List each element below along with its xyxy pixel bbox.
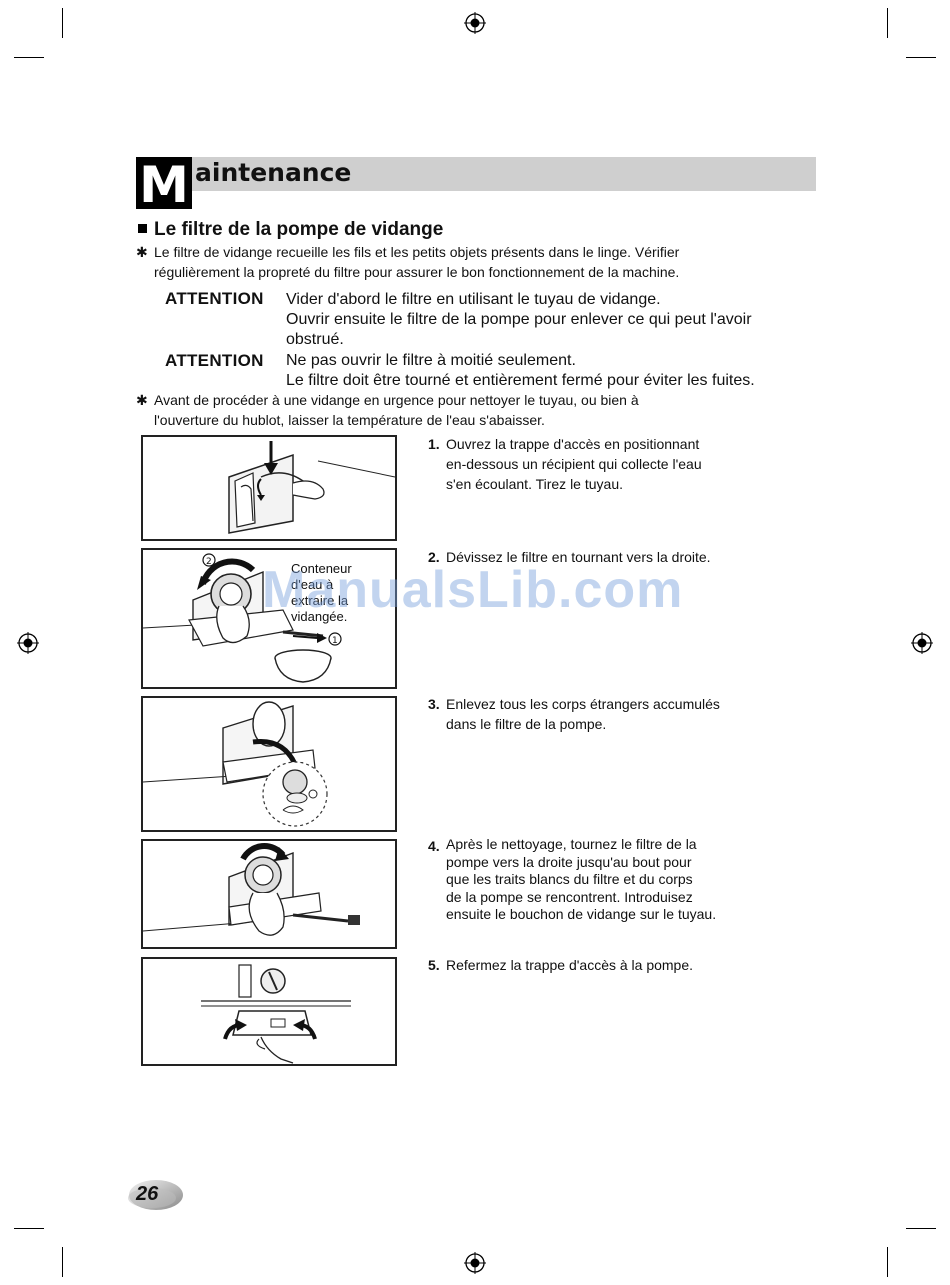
unscrew-filter-illustration: 2 1 — [143, 553, 342, 683]
crop-mark-bottom-left-v — [62, 1247, 63, 1277]
page-number-badge — [128, 1180, 183, 1210]
svg-text:2: 2 — [206, 557, 212, 567]
step-number: 2. — [428, 549, 440, 565]
figure-step-2: 2 1 Conteneur d'eau à extraire la vidang… — [141, 548, 397, 689]
page-number: 26 — [136, 1183, 159, 1205]
step-1: 1. Ouvrez la trappe d'accès en positionn… — [428, 434, 788, 498]
crop-mark-bottom-right-h — [906, 1228, 936, 1229]
asterisk-icon: ✱ — [136, 244, 148, 260]
attention-text: Vider d'abord le filtre en utilisant le … — [286, 290, 826, 350]
close-filter-illustration — [143, 843, 360, 936]
urgent-note-line: l'ouverture du hublot, laisser la tempér… — [154, 412, 545, 428]
registration-mark-right-icon — [911, 632, 933, 654]
attention-label: ATTENTION — [165, 351, 264, 370]
figure-step-4 — [141, 839, 397, 949]
attention-text: Ne pas ouvrir le filtre à moitié seuleme… — [286, 351, 826, 391]
attention-line: Ouvrir ensuite le filtre de la pompe pou… — [286, 311, 752, 328]
close-access-flap-illustration — [201, 964, 351, 1064]
step-line: que les traits blancs du filtre et du co… — [446, 871, 693, 887]
access-flap-illustration — [228, 441, 395, 534]
asterisk-icon: ✱ — [136, 392, 148, 408]
figure-step-3 — [141, 696, 397, 832]
attention-line: Le filtre doit être tourné et entièremen… — [286, 372, 755, 389]
page-title: aintenance — [195, 158, 352, 187]
step-line: Après le nettoyage, tournez le filtre de… — [446, 836, 697, 852]
step-4: 4. Après le nettoyage, tournez le filtre… — [428, 836, 788, 936]
intro-note-line: Le filtre de vidange recueille les fils … — [154, 244, 680, 260]
registration-mark-top-icon — [464, 12, 486, 34]
registration-mark-left-icon — [17, 632, 39, 654]
step-number: 5. — [428, 957, 440, 973]
attention-label: ATTENTION — [165, 289, 264, 308]
step-number: 3. — [428, 696, 440, 712]
crop-mark-top-left-v — [62, 8, 63, 38]
figure-step-1 — [141, 435, 397, 541]
urgent-note-line: Avant de procéder à une vidange en urgen… — [154, 392, 639, 408]
crop-mark-top-right-h — [906, 57, 936, 58]
step-line: Dévissez le filtre en tournant vers la d… — [446, 549, 711, 565]
figure-step-5 — [141, 957, 397, 1066]
step-2: 2. Dévissez le filtre en tournant vers l… — [428, 547, 788, 569]
figure-2-label: Conteneur d'eau à extraire la vidangée. — [291, 561, 352, 625]
svg-text:1: 1 — [332, 636, 338, 646]
intro-note: ✱ Le filtre de vidange recueille les fil… — [136, 242, 856, 282]
crop-mark-bottom-right-v — [887, 1247, 888, 1277]
section-title-text: Le filtre de la pompe de vidange — [154, 219, 444, 240]
intro-note-line: régulièrement la propreté du filtre pour… — [154, 264, 680, 280]
urgent-note: ✱ Avant de procéder à une vidange en urg… — [136, 390, 856, 430]
step-line: Refermez la trappe d'accès à la pompe. — [446, 957, 694, 973]
header-bar — [136, 157, 816, 191]
crop-mark-top-right-v — [887, 8, 888, 38]
step-number: 4. — [428, 838, 440, 854]
step-line: de la pompe se rencontrent. Introduisez — [446, 888, 693, 905]
watermark: ManualsLib.com — [262, 561, 684, 619]
header-initial-letter: M — [136, 157, 192, 213]
step-line: Enlevez tous les corps étrangers accumul… — [446, 696, 720, 712]
section-title: Le filtre de la pompe de vidange — [138, 218, 443, 242]
step-line: Ouvrez la trappe d'accès en positionnant — [446, 436, 700, 452]
registration-mark-bottom-icon — [464, 1252, 486, 1274]
figure-label-line: vidangée. — [291, 609, 348, 624]
step-line: s'en écoulant. Tirez le tuyau. — [446, 476, 623, 492]
crop-mark-top-left-h — [14, 57, 44, 58]
step-line: dans le filtre de la pompe. — [446, 716, 607, 732]
remove-debris-illustration — [143, 701, 328, 827]
square-bullet-icon — [138, 224, 147, 233]
step-line: ensuite le bouchon de vidange sur le tuy… — [446, 906, 717, 922]
step-number: 1. — [428, 436, 440, 452]
figure-label-line: extraire la — [291, 593, 349, 608]
attention-line: Ne pas ouvrir le filtre à moitié seuleme… — [286, 352, 576, 369]
step-3: 3. Enlevez tous les corps étrangers accu… — [428, 694, 788, 736]
crop-mark-bottom-left-h — [14, 1228, 44, 1229]
step-line: pompe vers la droite jusqu'au bout pour — [446, 853, 692, 870]
figure-label-line: d'eau à — [291, 577, 334, 592]
figure-label-line: Conteneur — [291, 561, 352, 576]
step-5: 5. Refermez la trappe d'accès à la pompe… — [428, 955, 788, 977]
attention-line: obstrué. — [286, 331, 344, 348]
step-line: en-dessous un récipient qui collecte l'e… — [446, 456, 702, 472]
attention-line: Vider d'abord le filtre en utilisant le … — [286, 291, 661, 308]
